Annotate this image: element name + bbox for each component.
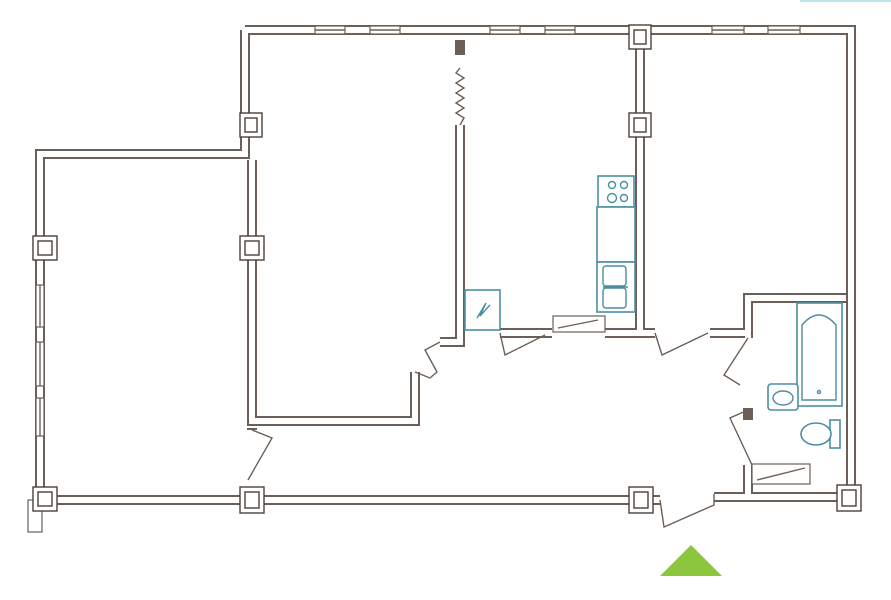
bathroom-fixtures	[751, 302, 843, 485]
doors	[247, 332, 753, 529]
columns	[32, 24, 862, 514]
zigzag-partition	[454, 67, 466, 126]
windows	[27, 25, 801, 533]
kitchen-fixtures	[464, 175, 636, 333]
stove	[597, 175, 635, 208]
toilet-bowl	[800, 422, 832, 446]
counter	[596, 206, 636, 263]
bathtub	[796, 302, 843, 407]
entrance-marker	[660, 545, 722, 576]
walls	[35, 25, 856, 505]
